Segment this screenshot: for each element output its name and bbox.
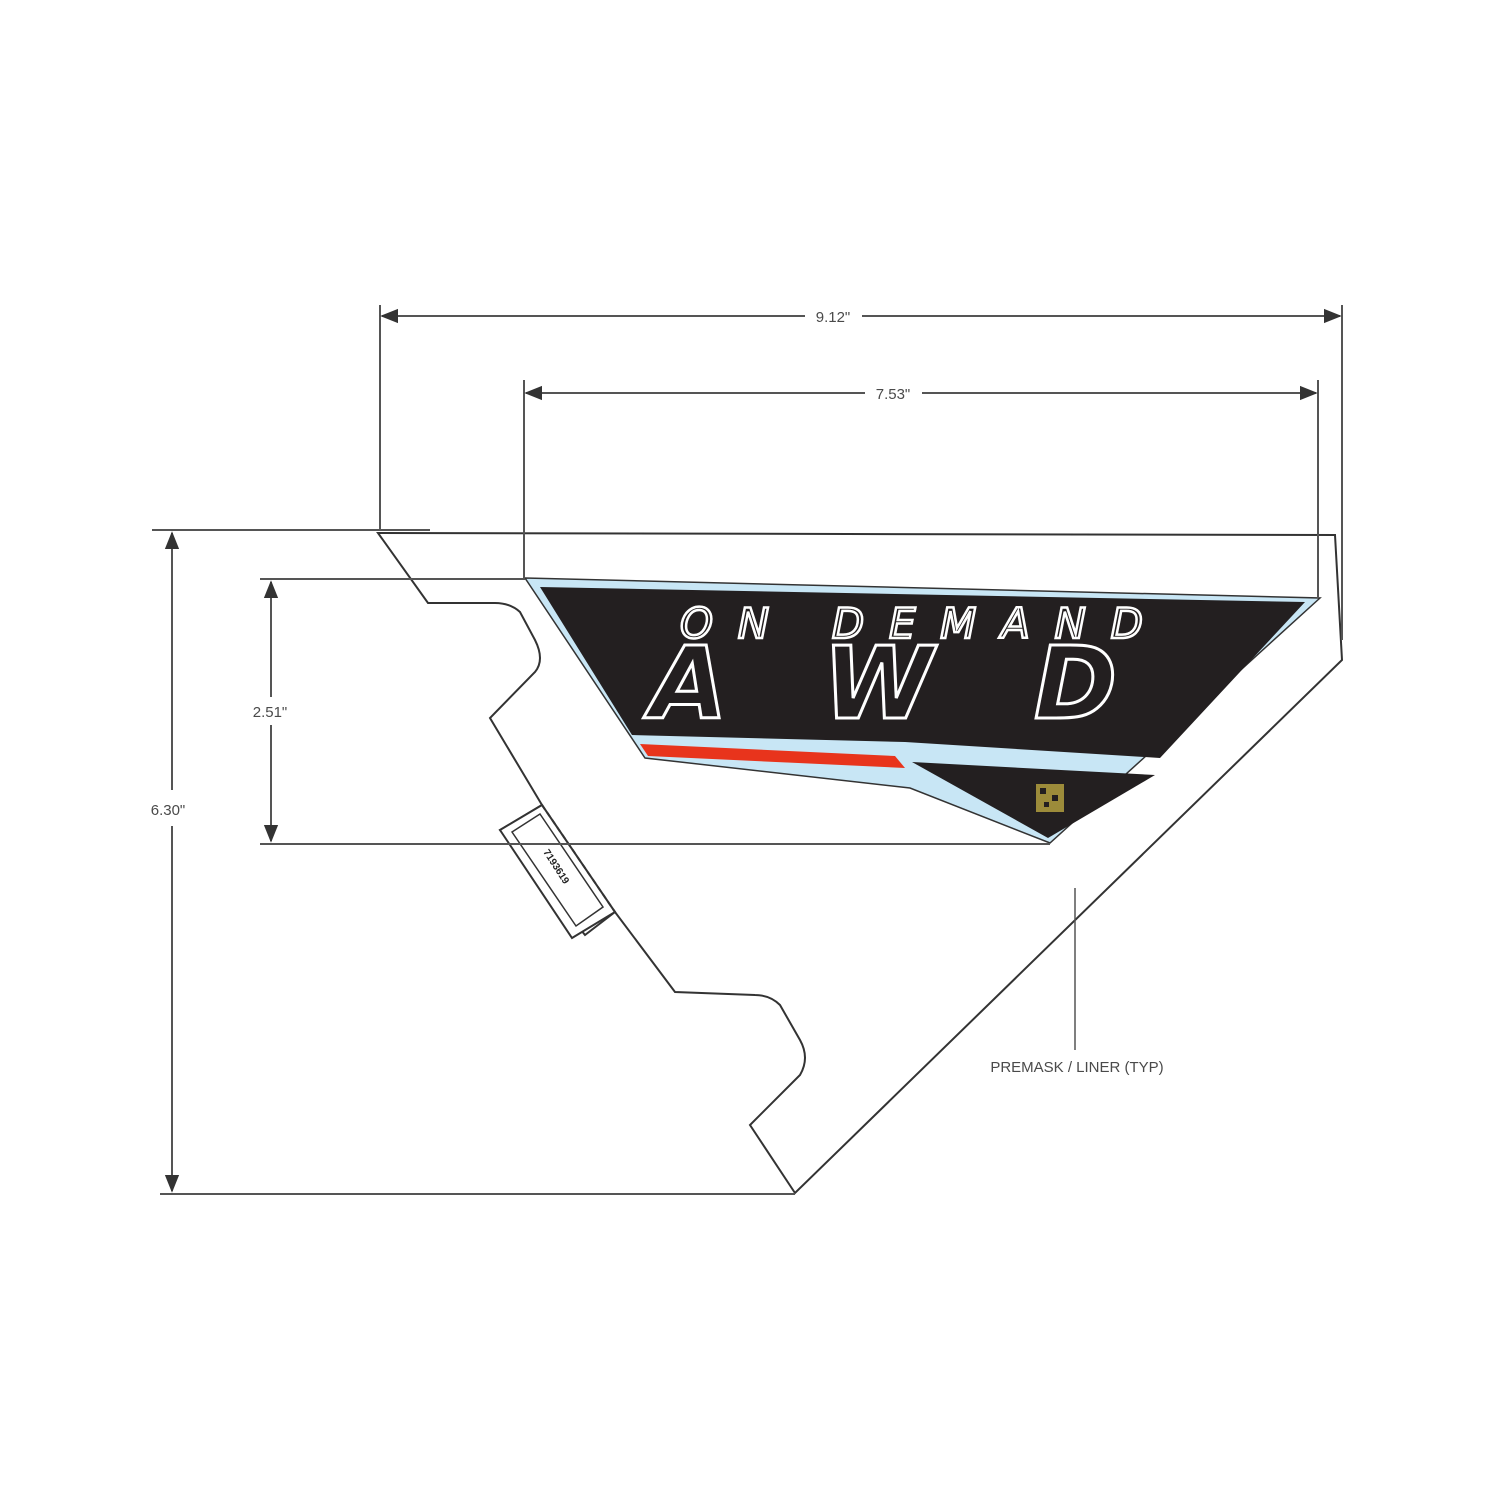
dim-graphic-width-label: 7.53"	[876, 386, 911, 403]
part-number-tab	[498, 803, 617, 940]
decal-line1: ON DEMAND	[680, 599, 1155, 648]
dim-graphic-height	[260, 578, 1050, 845]
dim-overall-width-label: 9.12"	[816, 309, 851, 326]
dim-graphic-height-label: 2.51"	[253, 704, 288, 721]
dim-overall-width	[379, 305, 1343, 640]
decal-line2: AWD	[643, 625, 1135, 742]
dim-overall-height-label: 6.30"	[151, 802, 186, 819]
callout-label: PREMASK / LINER (TYP)	[990, 1059, 1163, 1076]
decal-graphic: ON DEMAND AWD	[523, 577, 1322, 844]
dim-overall-height	[152, 529, 795, 1195]
dim-graphic-width	[523, 380, 1319, 598]
